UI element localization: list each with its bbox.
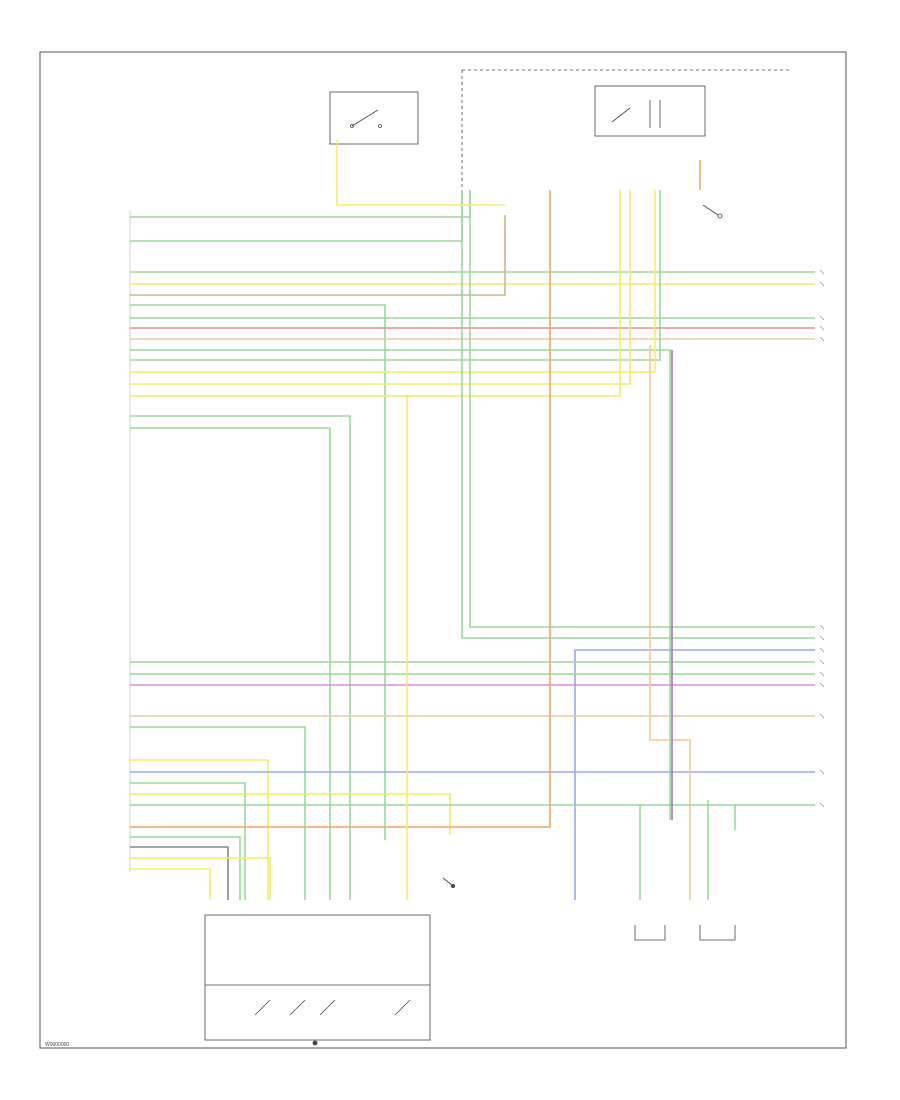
wire-34 xyxy=(130,868,211,900)
ground-icon xyxy=(702,204,723,219)
wire-28 xyxy=(130,793,451,835)
transmission-relay-box xyxy=(594,85,706,137)
wire-18 xyxy=(461,190,815,639)
wire-11 xyxy=(130,190,661,361)
switch-icon xyxy=(254,999,411,1016)
wire-37 xyxy=(649,345,691,900)
harness-wires xyxy=(130,140,815,900)
wire-25 xyxy=(130,759,269,900)
wire-1 xyxy=(130,190,471,218)
top-module-outline xyxy=(461,69,790,195)
wire-15 xyxy=(130,415,351,900)
wire-24 xyxy=(130,726,306,900)
ground-icon xyxy=(442,877,455,889)
wire-10 xyxy=(130,349,671,820)
figure-code: W0000000 xyxy=(45,1042,69,1048)
sensor-icon xyxy=(634,925,736,941)
wire-5 xyxy=(130,215,506,296)
wire-33 xyxy=(130,857,271,900)
right-terminals xyxy=(819,269,825,808)
wire-13 xyxy=(130,190,631,385)
top-switch-box xyxy=(329,91,419,145)
ground-icon xyxy=(312,1040,318,1046)
diagram-frame xyxy=(39,51,847,1049)
wire-19 xyxy=(574,649,815,900)
wire-14 xyxy=(130,190,621,397)
wire-27 xyxy=(130,782,246,900)
wire-30 xyxy=(130,190,551,828)
relay-coil-icon xyxy=(611,100,661,128)
wire-16 xyxy=(130,427,331,900)
switch-icon xyxy=(350,109,382,128)
wire-31 xyxy=(130,836,241,900)
wire-32 xyxy=(130,846,229,900)
wire-35 xyxy=(336,140,505,206)
wire-17 xyxy=(469,190,815,628)
wire-2 xyxy=(130,190,463,242)
wire-12 xyxy=(130,190,656,373)
transmission-solenoid-assembly xyxy=(204,914,431,1041)
